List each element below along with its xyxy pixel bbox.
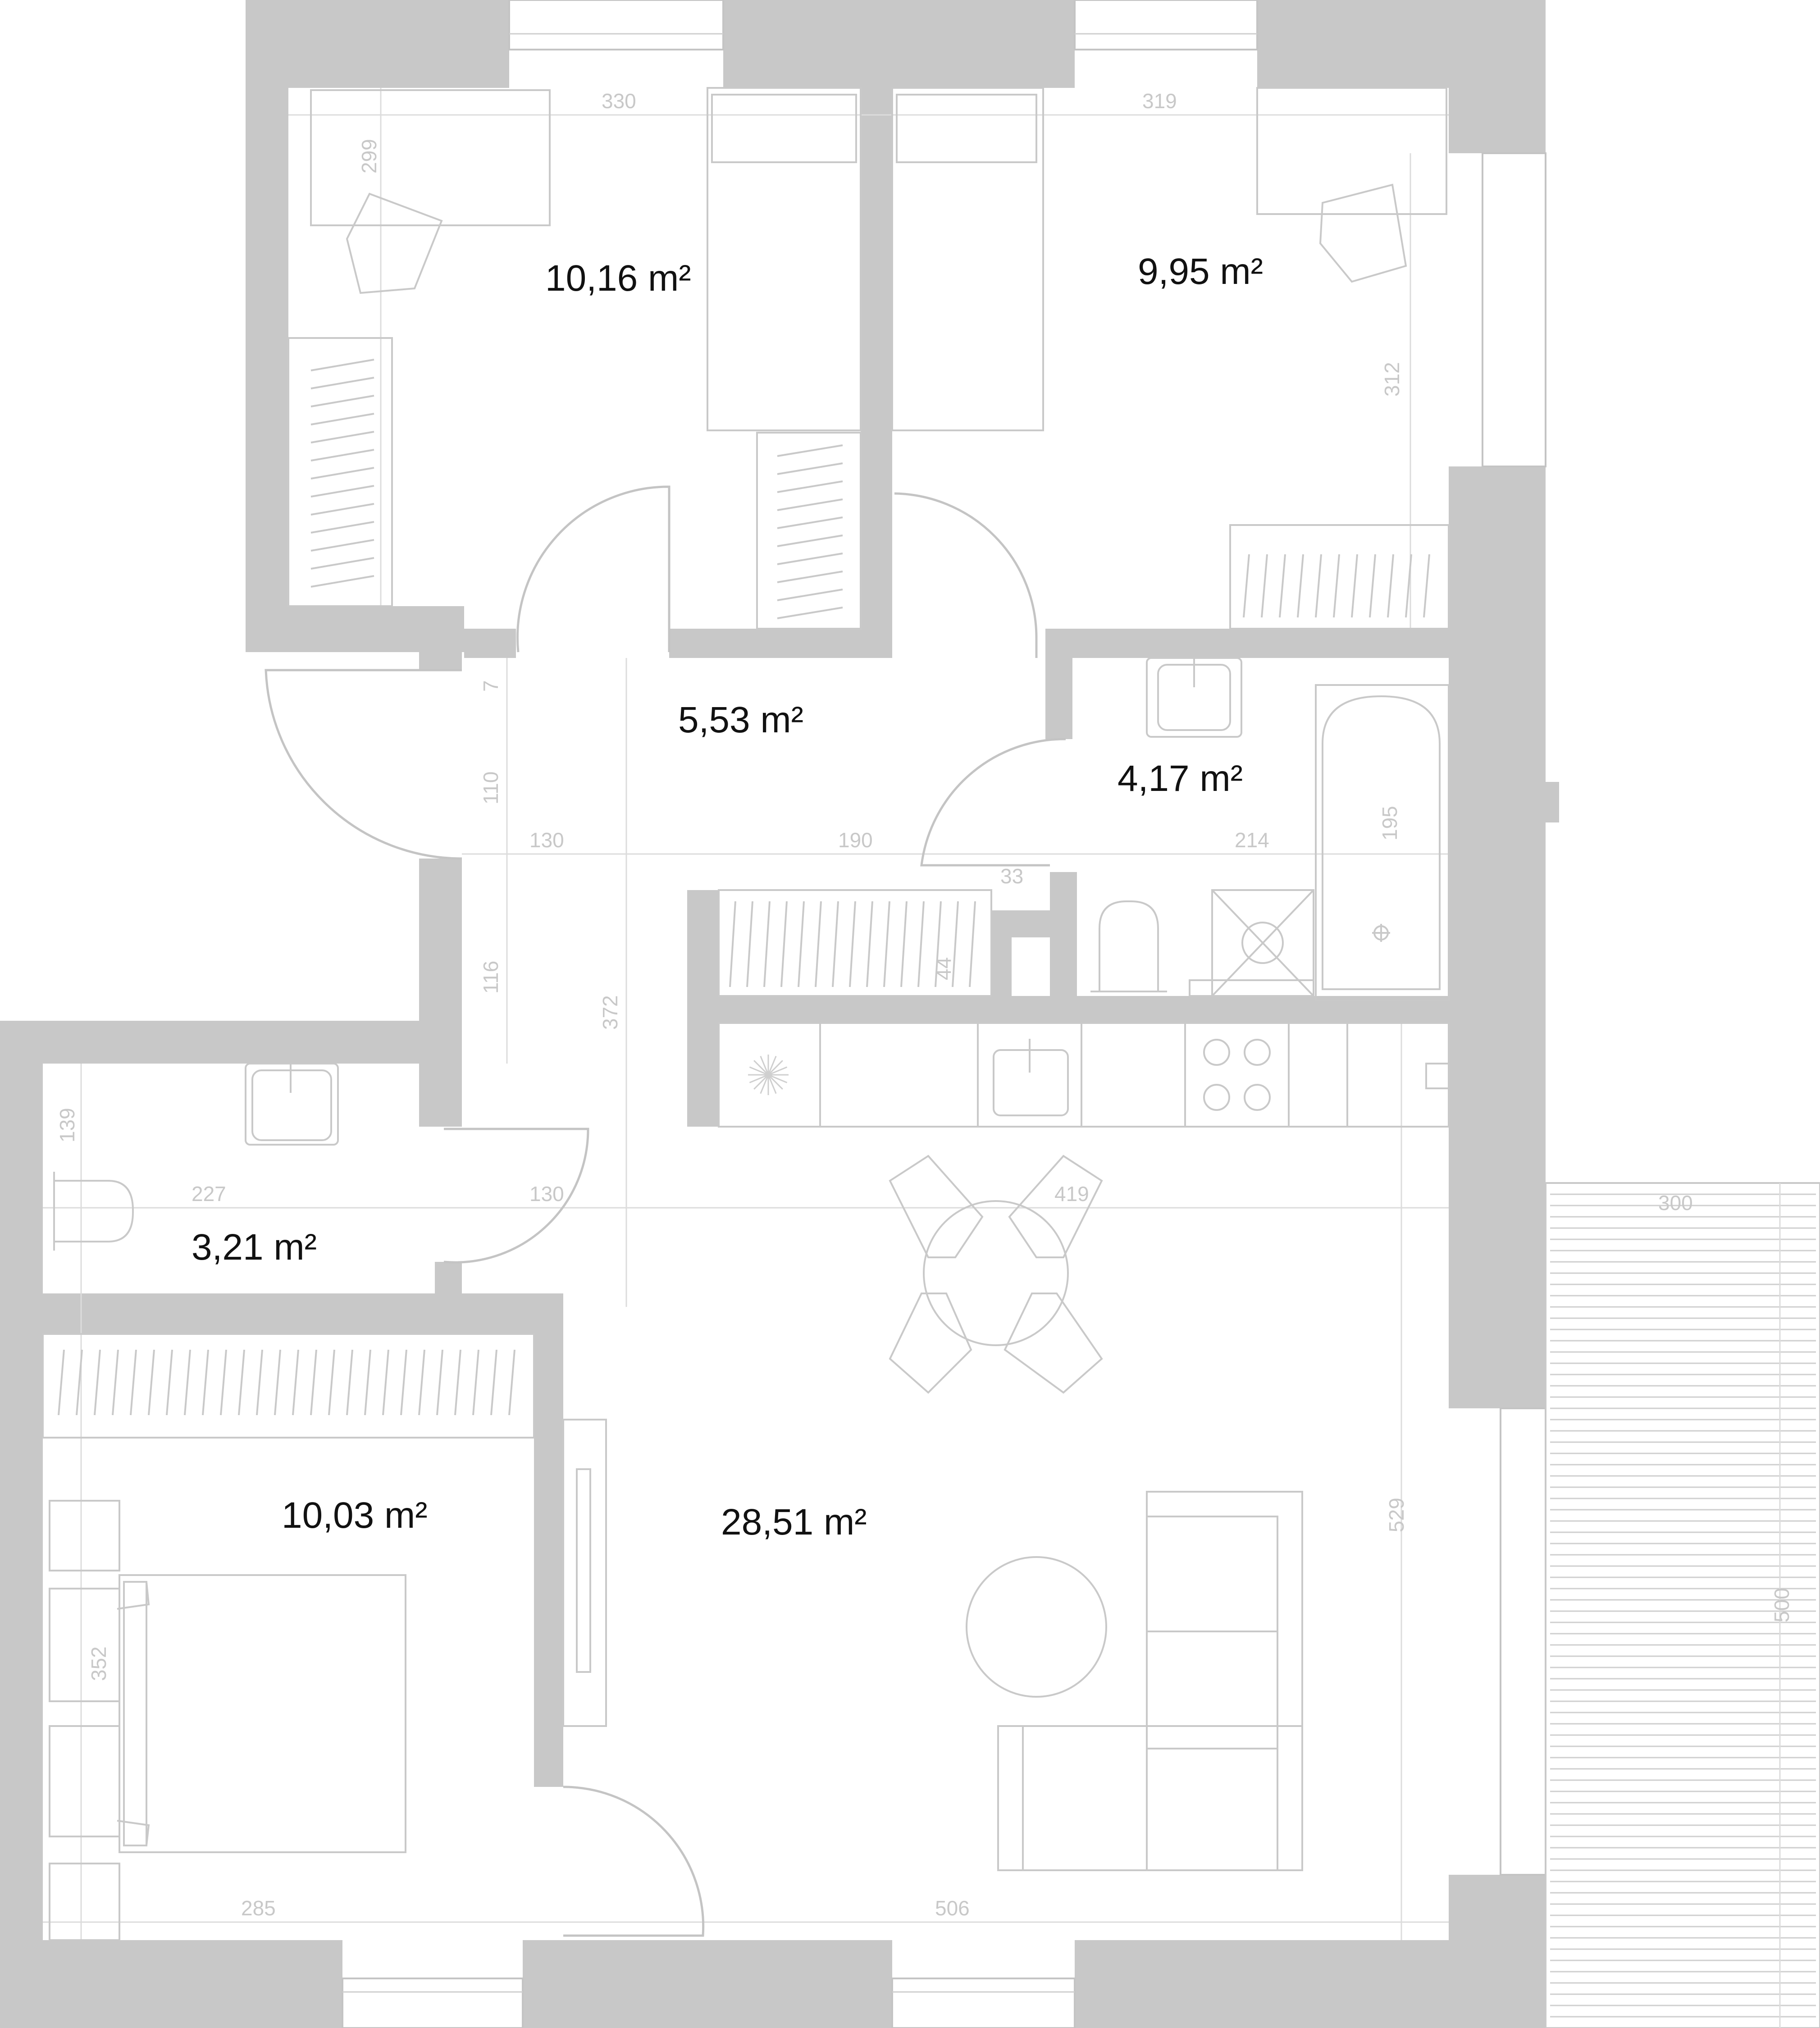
door-bedroom-tl <box>516 485 671 653</box>
dim-529: 529 <box>1385 1498 1408 1532</box>
dimension-labels: 330 299 319 312 7 110 130 190 214 33 44 … <box>55 89 1793 1920</box>
extractor-icon <box>748 1055 789 1095</box>
dim-227: 227 <box>192 1182 226 1206</box>
wc-fixtures <box>53 1063 339 1251</box>
dim-44: 44 <box>932 957 955 980</box>
dim-7: 7 <box>479 680 502 692</box>
door-wc <box>443 1128 589 1264</box>
room-area-labels: 10,16 m² 9,95 m² 5,53 m² 4,17 m² 3,21 m²… <box>192 251 1263 1543</box>
dim-299: 299 <box>357 139 381 174</box>
area-bedroom-bottom-left: 10,03 m² <box>282 1495 428 1536</box>
chair <box>346 192 443 294</box>
dim-319: 319 <box>1142 89 1177 113</box>
coffee-table <box>966 1556 1107 1698</box>
bedroom-top-right-furniture <box>891 87 1450 630</box>
dim-130-mid: 130 <box>529 1182 564 1206</box>
dim-190: 190 <box>838 828 873 852</box>
bed-right <box>891 87 1044 431</box>
hallway-closet <box>718 889 992 997</box>
dim-330: 330 <box>602 89 636 113</box>
door-entrance <box>265 669 462 860</box>
dim-139: 139 <box>55 1108 79 1142</box>
area-bathroom: 4,17 m² <box>1118 758 1243 799</box>
windows <box>342 0 1546 2028</box>
sofa <box>1146 1491 1303 1871</box>
chair-right <box>1319 183 1407 283</box>
sofa-chaise <box>997 1725 1303 1871</box>
bathroom-fixtures <box>1090 657 1450 1001</box>
dim-419: 419 <box>1054 1182 1089 1206</box>
toilet-wc <box>53 1180 134 1242</box>
dim-352: 352 <box>87 1646 110 1681</box>
wardrobe-bottom <box>42 1333 535 1439</box>
kitchen-counter <box>718 1022 1450 1128</box>
bedroom-bottom-left-furniture <box>42 1333 535 1941</box>
doors <box>265 485 1066 1937</box>
dim-116: 116 <box>479 961 502 994</box>
desk <box>310 89 551 226</box>
bathtub <box>1315 684 1450 1001</box>
dim-195: 195 <box>1378 806 1401 840</box>
area-hallway: 5,53 m² <box>678 699 803 740</box>
living-furniture <box>562 1419 1303 1871</box>
bedroom-top-left-furniture <box>287 87 862 630</box>
toilet-bath <box>1099 900 1159 992</box>
area-bedroom-top-right: 9,95 m² <box>1138 251 1263 292</box>
door-bedroom-tr <box>894 492 1038 658</box>
dim-500: 500 <box>1770 1588 1793 1622</box>
dimension-lines <box>43 88 1781 2028</box>
dim-110: 110 <box>479 772 502 804</box>
door-bedroom-bl <box>563 1786 705 1937</box>
dim-312: 312 <box>1380 362 1404 397</box>
dining-table <box>923 1200 1069 1346</box>
wardrobe-small <box>756 432 862 630</box>
balcony <box>1545 1182 1820 2028</box>
area-wc: 3,21 m² <box>192 1227 317 1268</box>
dim-506: 506 <box>935 1896 970 1920</box>
kitchen-sink <box>993 1049 1069 1116</box>
bed-left <box>707 87 862 431</box>
tv-unit <box>562 1419 607 1727</box>
dim-33: 33 <box>1000 864 1023 888</box>
dim-285: 285 <box>241 1896 276 1920</box>
dim-130-top: 130 <box>529 828 564 852</box>
dim-372: 372 <box>598 995 622 1030</box>
sink-wc <box>245 1063 339 1146</box>
area-bedroom-top-left: 10,16 m² <box>545 258 691 299</box>
dining-set <box>889 1155 1103 1394</box>
wardrobe-right <box>1229 524 1450 630</box>
walls <box>0 0 1559 2028</box>
double-bed <box>119 1574 406 1853</box>
cooktop-icon <box>1203 1039 1271 1111</box>
dim-214: 214 <box>1235 828 1269 852</box>
dim-300: 300 <box>1658 1191 1693 1215</box>
desk-right <box>1256 87 1447 215</box>
wardrobe <box>287 337 393 607</box>
door-bathroom <box>920 738 1066 867</box>
area-living-kitchen: 28,51 m² <box>721 1502 867 1543</box>
